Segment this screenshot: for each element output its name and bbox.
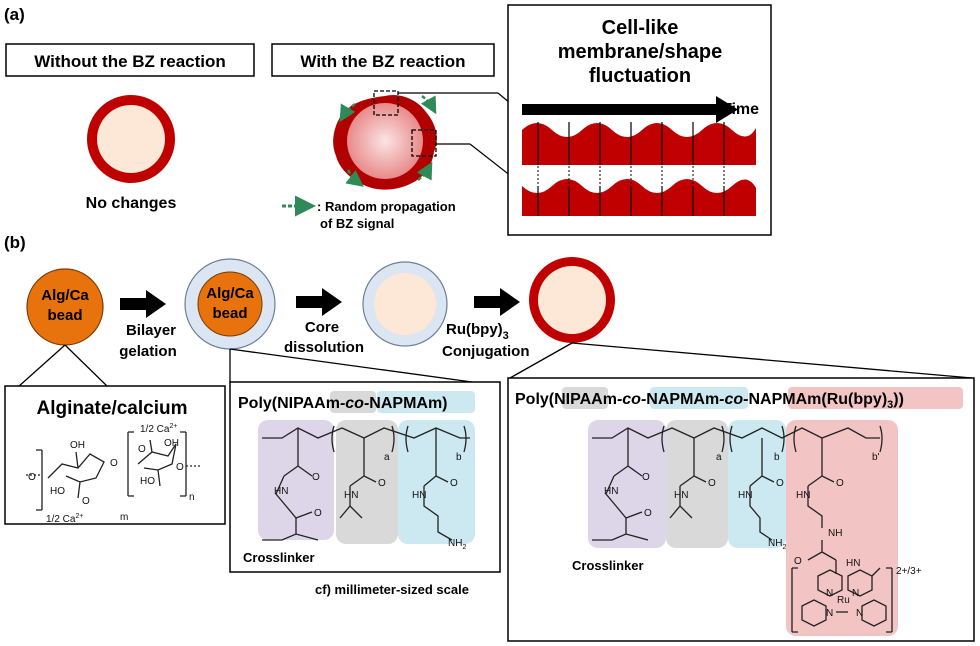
svg-text:O: O bbox=[836, 478, 844, 489]
poly2-title: Poly(NIPAAm-co-NAPMAm-co-NAPMAm(Ru(bpy)3… bbox=[515, 391, 904, 411]
svg-text:N: N bbox=[856, 608, 863, 619]
svg-text:HN: HN bbox=[738, 490, 752, 501]
svg-text:O: O bbox=[776, 478, 784, 489]
panel-a-label: (a) bbox=[4, 5, 25, 24]
step-arrow-1-icon bbox=[120, 290, 166, 318]
svg-text:O: O bbox=[794, 556, 802, 567]
nh2-label-2: NH2 bbox=[768, 538, 786, 551]
svg-text:O: O bbox=[28, 472, 36, 483]
svg-text:HN: HN bbox=[274, 486, 288, 497]
legend-line1: : Random propagation bbox=[317, 199, 456, 214]
bead1-line2: bead bbox=[47, 307, 82, 324]
svg-text:HO: HO bbox=[50, 486, 65, 497]
alg-ca-bead-1: Alg/Ca bead bbox=[26, 268, 104, 346]
poly1-title: Poly(NIPAAm-co-NAPMAm) bbox=[238, 395, 448, 412]
scale-note: cf) millimeter-sized scale bbox=[315, 582, 469, 597]
step1-line1: Bilayer bbox=[126, 322, 176, 339]
static-capsule bbox=[87, 95, 175, 183]
nh2-label-1: NH2 bbox=[448, 538, 466, 551]
svg-text:b': b' bbox=[872, 452, 880, 463]
ru-capsule bbox=[529, 257, 615, 343]
no-changes-label: No changes bbox=[86, 195, 177, 212]
time-label: Time bbox=[722, 101, 759, 118]
fluct-title-1: Cell-like bbox=[602, 17, 679, 39]
hollow-capsule bbox=[362, 261, 448, 347]
crosslinker-label-1: Crosslinker bbox=[243, 550, 315, 565]
bead2-line2: bead bbox=[212, 305, 247, 322]
svg-text:NH: NH bbox=[828, 528, 842, 539]
svg-text:HN: HN bbox=[604, 486, 618, 497]
fluctuation-box: Cell-like membrane/shape fluctuation Tim… bbox=[507, 4, 772, 236]
step-arrow-2-icon bbox=[296, 288, 342, 316]
without-bz-label: Without the BZ reaction bbox=[34, 52, 226, 71]
svg-text:O: O bbox=[176, 462, 184, 473]
wave-membrane-2 bbox=[522, 179, 756, 216]
svg-text:N: N bbox=[852, 588, 859, 599]
svg-text:O: O bbox=[110, 458, 118, 469]
svg-text:2+/3+: 2+/3+ bbox=[896, 566, 922, 577]
step3-line2: Conjugation bbox=[442, 343, 529, 360]
svg-text:OH: OH bbox=[70, 440, 85, 451]
with-bz-box: With the BZ reaction bbox=[271, 43, 495, 77]
svg-text:O: O bbox=[378, 478, 386, 489]
svg-text:O: O bbox=[644, 508, 652, 519]
ca-label-2: 1/2 Ca2+ bbox=[140, 423, 177, 435]
ca-label-1: 1/2 Ca2+ bbox=[46, 513, 83, 525]
bead1-line1: Alg/Ca bbox=[41, 287, 89, 304]
svg-text:N: N bbox=[826, 608, 833, 619]
svg-text:a: a bbox=[716, 452, 722, 463]
time-arrow-icon bbox=[716, 96, 738, 123]
svg-text:a: a bbox=[384, 452, 390, 463]
step1-line2: gelation bbox=[119, 343, 177, 360]
fluctuating-capsule bbox=[333, 90, 518, 190]
svg-text:OH: OH bbox=[164, 438, 179, 449]
svg-text:HN: HN bbox=[796, 490, 810, 501]
svg-text:Ru: Ru bbox=[837, 595, 850, 606]
alginate-box: Alginate/calcium O OH HO O O 1/2 Ca2+ m … bbox=[4, 385, 226, 525]
svg-text:b: b bbox=[456, 452, 462, 463]
step2-line1: Core bbox=[305, 319, 339, 336]
alginate-title: Alginate/calcium bbox=[37, 398, 188, 419]
svg-text:HO: HO bbox=[140, 476, 155, 487]
svg-text:HN: HN bbox=[674, 490, 688, 501]
step2-line2: dissolution bbox=[284, 339, 364, 356]
step-arrow-3-icon bbox=[474, 288, 520, 316]
step3-line1: Ru(bpy)3 bbox=[446, 321, 509, 342]
panel-b-label: (b) bbox=[4, 233, 26, 252]
svg-text:HN: HN bbox=[412, 490, 426, 501]
svg-text:HN: HN bbox=[846, 558, 860, 569]
svg-text:O: O bbox=[450, 478, 458, 489]
poly2-box: Poly(NIPAAm-co-NAPMAm-co-NAPMAm(Ru(bpy)3… bbox=[507, 377, 975, 642]
legend-line2: of BZ signal bbox=[320, 216, 394, 231]
svg-text:O: O bbox=[138, 444, 146, 455]
wave-membrane-1 bbox=[522, 123, 756, 165]
svg-text:O: O bbox=[708, 478, 716, 489]
svg-text:b: b bbox=[774, 452, 780, 463]
with-bz-label: With the BZ reaction bbox=[300, 52, 465, 71]
fluct-title-3: fluctuation bbox=[589, 65, 691, 87]
bilayer-bead: Alg/Ca bead bbox=[184, 258, 276, 350]
bead2-line1: Alg/Ca bbox=[206, 285, 254, 302]
svg-text:O: O bbox=[314, 508, 322, 519]
svg-text:n: n bbox=[189, 492, 195, 503]
svg-text:m: m bbox=[120, 512, 128, 523]
svg-text:O: O bbox=[642, 472, 650, 483]
svg-text:O: O bbox=[312, 472, 320, 483]
crosslinker-label-2: Crosslinker bbox=[572, 558, 644, 573]
poly1-box: Poly(NIPAAm-co-NAPMAm) HN O O O HN a O H… bbox=[229, 381, 501, 573]
fluct-title-2: membrane/shape bbox=[558, 41, 723, 63]
svg-text:O: O bbox=[82, 496, 90, 507]
svg-text:HN: HN bbox=[344, 490, 358, 501]
without-bz-box: Without the BZ reaction bbox=[5, 43, 255, 77]
svg-text:N: N bbox=[826, 588, 833, 599]
